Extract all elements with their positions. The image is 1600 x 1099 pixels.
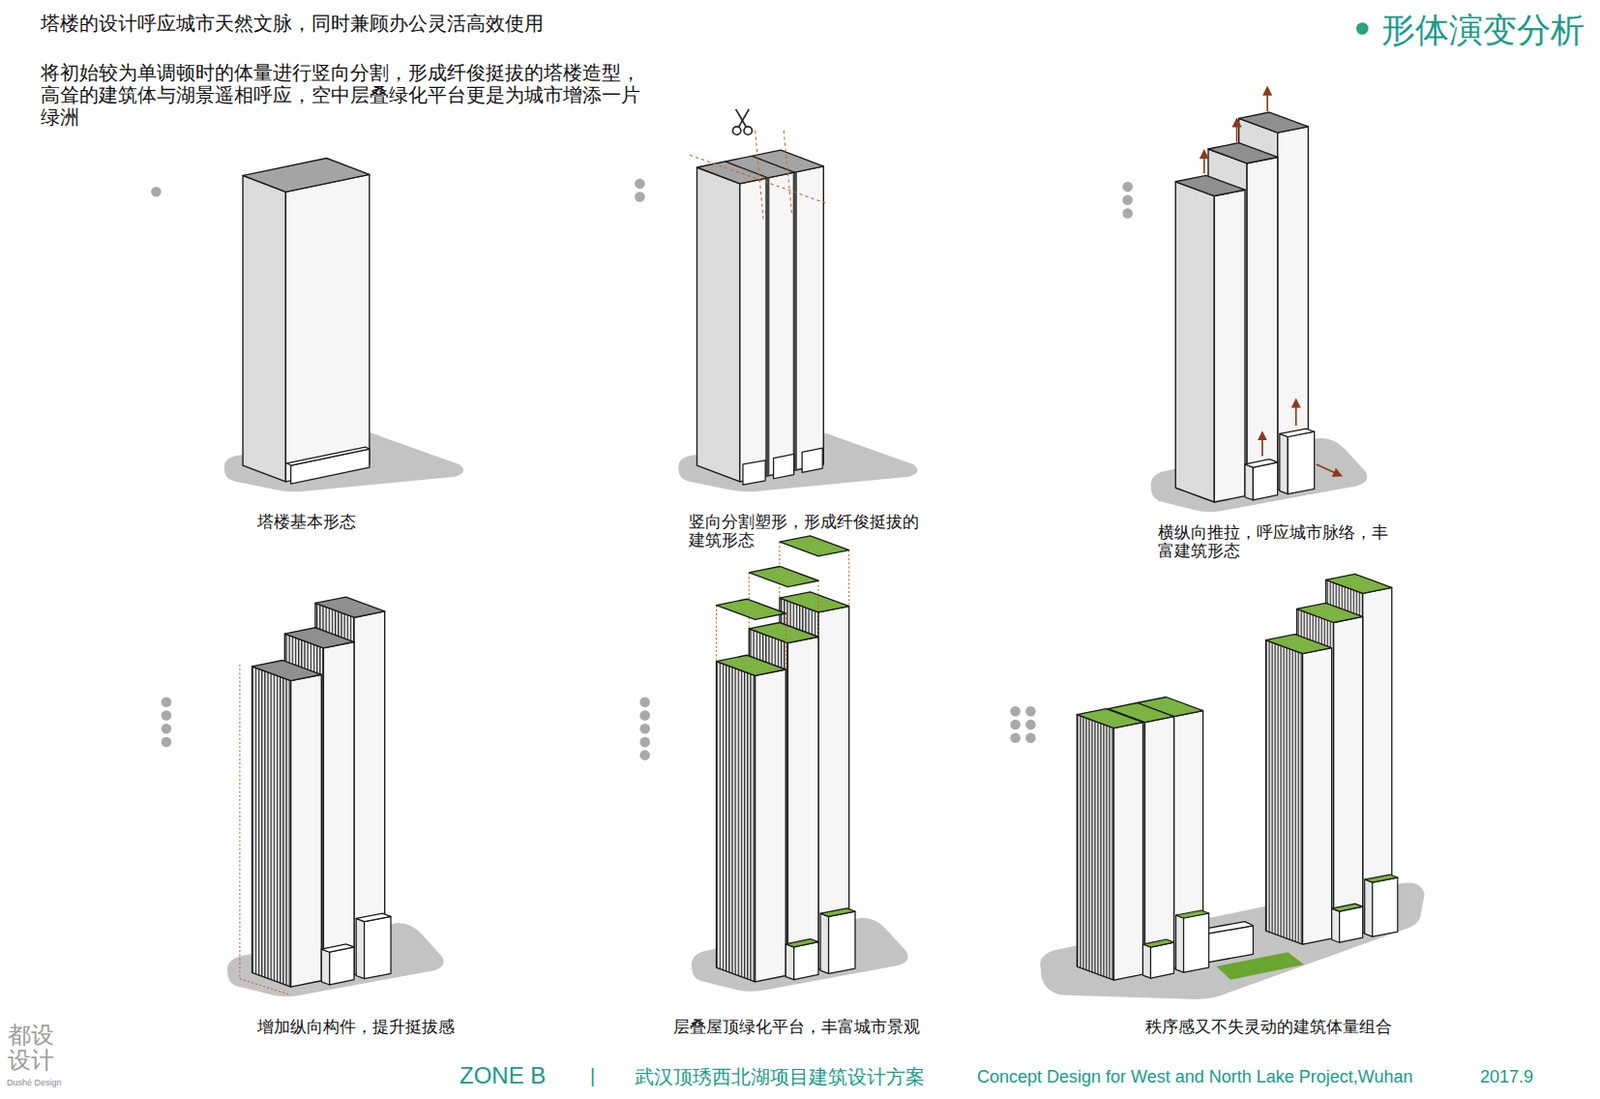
step-caption: 竖向分割塑形，形成纤俊挺拔的 建筑形态 xyxy=(688,512,931,550)
tower-basic xyxy=(224,158,464,493)
tower-composition xyxy=(1039,573,1424,1000)
title-dot xyxy=(1356,22,1369,35)
footer-zone: ZONE B xyxy=(459,1062,546,1091)
footer-date: 2017.9 xyxy=(1480,1066,1534,1089)
step-caption: 层叠屋顶绿化平台，丰富城市景观 xyxy=(673,1017,920,1038)
page-title: 形体演变分析 xyxy=(1381,9,1585,51)
intro-line: 塔楼的设计呼应城市天然文脉，同时兼顾办公灵活高效使用 xyxy=(40,11,544,35)
footer-divider: | xyxy=(590,1064,595,1088)
tower-split xyxy=(678,109,918,492)
tower-green-roofs xyxy=(691,535,909,992)
step-caption: 增加纵向构件，提升挺拔感 xyxy=(257,1017,455,1038)
step-caption: 秩序感又不失灵动的建筑体量组合 xyxy=(1145,1017,1393,1038)
footer-project-en: Concept Design for West and North Lake P… xyxy=(977,1066,1414,1089)
footer-project: 武汉顶琇西北湖项目建筑设计方案 xyxy=(634,1065,925,1089)
logo-subtitle: Dushé Design xyxy=(6,1077,62,1089)
tower-push-pull xyxy=(1151,88,1368,512)
step-caption: 横纵向推拉，呼应城市脉络，丰 富建筑形态 xyxy=(1157,523,1400,561)
scissors-icon xyxy=(732,109,752,135)
intro-paragraph: 将初始较为单调顿时的体量进行竖向分割，形成纤俊挺拔的塔楼造型， 高耸的建筑体与湖… xyxy=(40,61,670,129)
step-caption: 塔楼基本形态 xyxy=(257,512,356,533)
drawing xyxy=(150,22,1425,1000)
logo-mark: 都设 设计 xyxy=(7,1022,61,1074)
tower-fins xyxy=(227,596,445,997)
